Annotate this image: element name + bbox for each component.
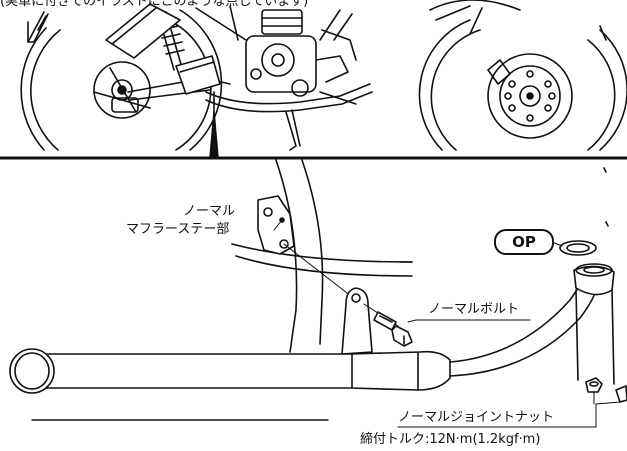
- motorcycle-illustration: [20, 0, 627, 159]
- torque-spec-label: 締付トルク:12N·m(1.2kgf·m): [360, 432, 541, 447]
- normal-stay-label-line2: マフラーステー部: [126, 222, 230, 237]
- frame-detail: [231, 159, 413, 353]
- gasket-icon: [551, 240, 597, 256]
- engine: [245, 9, 357, 97]
- normal-bolt-label: ノーマルボルト: [428, 302, 520, 317]
- muffler-bracket: [341, 287, 373, 355]
- normal-stay-label-line1: ノーマル: [182, 204, 235, 219]
- muffler-illustration: [9, 267, 601, 394]
- op-badge: OP: [494, 229, 554, 255]
- normal-joint-nut-label: ノーマルジョイントナット: [398, 410, 555, 425]
- top-caption: (実車に付きでのイラストにこのような点しています): [0, 0, 309, 9]
- bolt-icon: [363, 303, 417, 347]
- nut-icon: [585, 377, 627, 405]
- rear-wheel: [20, 9, 223, 151]
- front-wheel: [418, 0, 627, 151]
- joint-pipe-icon: [573, 263, 615, 385]
